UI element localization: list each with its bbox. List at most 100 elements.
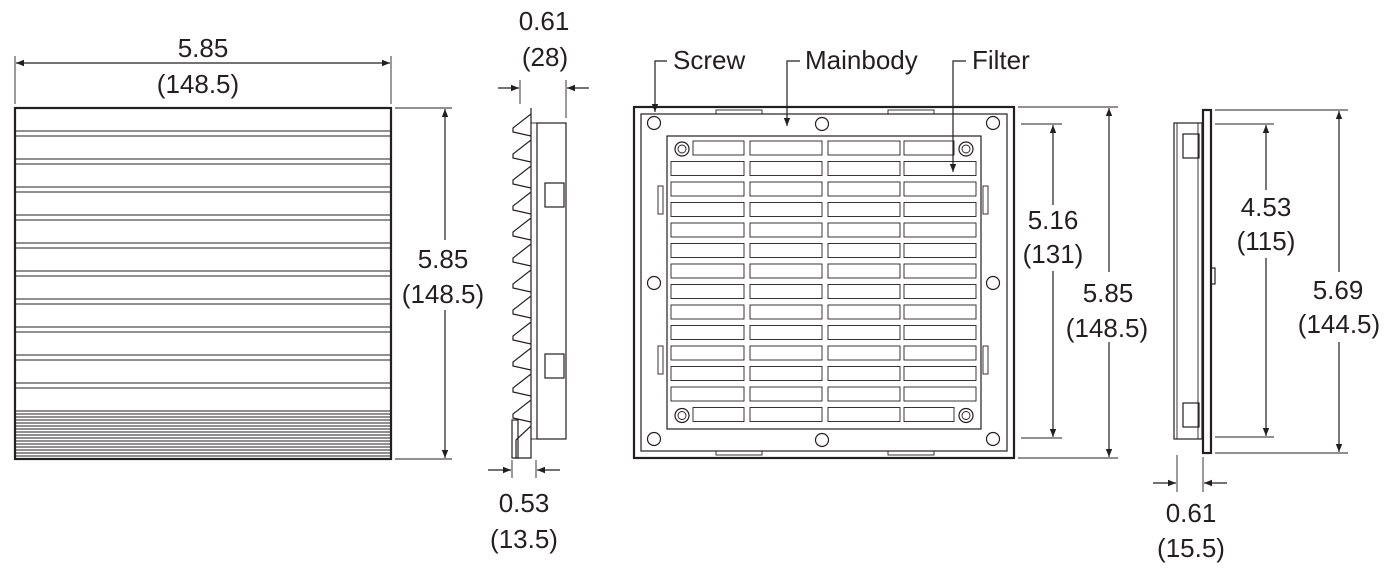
filter-slot xyxy=(749,202,823,217)
filter-slot xyxy=(670,304,745,320)
rear-inner-mm: (131) xyxy=(1023,239,1084,269)
filter-slot xyxy=(903,202,977,217)
filter-slot xyxy=(903,181,977,197)
filter-slot xyxy=(903,263,977,279)
screw-boss xyxy=(961,411,971,420)
filter-slot xyxy=(670,263,745,279)
front-height-mm: (148.5) xyxy=(402,279,484,309)
filter-slot xyxy=(670,243,745,258)
section-view: 4.53 (115) 5.69 (144.5) 0.61 (15.5) xyxy=(1153,108,1388,563)
filter-slot xyxy=(903,345,977,361)
filter-slot xyxy=(670,202,745,217)
filter-slot xyxy=(903,386,977,402)
filter-slot xyxy=(749,407,823,422)
rear-outer-in: 5.85 xyxy=(1083,278,1134,308)
latch-tab xyxy=(715,450,763,456)
front-view: 5.85 (148.5) 5.85 (148.5) xyxy=(13,33,492,461)
section-height-dimension: 5.69 (144.5) xyxy=(1215,109,1388,454)
section-cutout-dimension: 4.53 (115) xyxy=(1215,123,1302,438)
filter-slot xyxy=(903,325,977,340)
side-top-mm: (28) xyxy=(522,42,568,72)
mounting-hole xyxy=(646,115,662,131)
filter-slot xyxy=(827,386,901,402)
screw-label: Screw xyxy=(673,45,745,75)
section-cutout-in: 4.53 xyxy=(1241,192,1292,222)
section-depth-mm: (15.5) xyxy=(1157,533,1225,563)
front-outline xyxy=(13,106,393,461)
section-depth-in: 0.61 xyxy=(1166,498,1217,528)
filter-slot xyxy=(749,140,823,156)
filter-slot xyxy=(827,263,901,279)
section-latch-lower xyxy=(1182,402,1200,428)
louver-lines xyxy=(15,130,391,457)
screw-boss xyxy=(674,141,690,157)
side-clip-lower xyxy=(544,353,565,379)
filter-slot xyxy=(827,345,901,361)
mounting-hole xyxy=(814,432,830,448)
rear-outer-mm: (148.5) xyxy=(1066,313,1148,343)
filter-slot xyxy=(827,366,901,381)
side-bottom-in: 0.53 xyxy=(499,488,550,518)
filter-slot xyxy=(670,222,745,238)
filter-slot xyxy=(827,243,901,258)
filter-slot xyxy=(692,140,745,156)
filter-slot xyxy=(903,304,977,320)
filter-slot xyxy=(827,181,901,197)
screw-boss xyxy=(677,411,687,420)
latch-tab xyxy=(887,109,935,115)
rear-labels: Screw Mainbody Filter xyxy=(651,45,1030,172)
mainbody-label: Mainbody xyxy=(805,45,918,75)
front-height-dimension: 5.85 (148.5) xyxy=(395,107,492,460)
side-depth-bottom-dimension: 0.53 (13.5) xyxy=(488,460,560,554)
filter-slot xyxy=(903,366,977,381)
filter-label: Filter xyxy=(972,45,1030,75)
filter-slot xyxy=(749,222,823,238)
filter-slot xyxy=(670,181,745,197)
filter-slot xyxy=(692,407,745,422)
side-body xyxy=(536,122,567,440)
filter-slot xyxy=(903,243,977,258)
latch-tabs xyxy=(657,109,989,456)
filter-slot xyxy=(903,222,977,238)
latch-tab xyxy=(982,185,989,215)
section-latch-upper xyxy=(1182,133,1200,159)
section-depth-dimension: 0.61 (15.5) xyxy=(1153,455,1227,563)
filter-frame xyxy=(666,135,982,430)
section-flange xyxy=(1201,108,1213,455)
mounting-hole xyxy=(985,115,1001,131)
filter-slots xyxy=(670,140,977,424)
filter-slot xyxy=(827,161,901,176)
latch-tab xyxy=(657,345,664,375)
filter-slot xyxy=(827,304,901,320)
mounting-hole xyxy=(646,275,662,291)
mounting-hole xyxy=(814,116,830,132)
side-depth-top-dimension: 0.61 (28) xyxy=(498,6,589,118)
filter-slot xyxy=(827,325,901,340)
front-width-mm: (148.5) xyxy=(157,69,239,99)
filter-slot xyxy=(903,284,977,299)
filter-slot xyxy=(749,325,823,340)
rear-outer-height-dimension: 5.85 (148.5) xyxy=(1018,106,1154,459)
screw-boss xyxy=(958,407,974,424)
side-foot xyxy=(511,419,519,459)
filter-slot xyxy=(670,325,745,340)
filter-slot xyxy=(670,345,745,361)
rear-inner-in: 5.16 xyxy=(1028,205,1079,235)
latch-tab xyxy=(715,109,763,115)
front-width-dimension: 5.85 (148.5) xyxy=(14,33,392,104)
filter-slot xyxy=(749,181,823,197)
rear-inner-height-dimension: 5.16 (131) xyxy=(1021,123,1086,439)
side-view: 0.61 (28) 0.53 (13.5) xyxy=(488,6,589,554)
filter-slot xyxy=(670,386,745,402)
screw-boss xyxy=(958,141,974,157)
section-cutout-mm: (115) xyxy=(1237,226,1296,256)
latch-tab xyxy=(657,185,664,215)
filter-slot xyxy=(827,202,901,217)
side-top-in: 0.61 xyxy=(519,6,570,36)
mounting-hole xyxy=(985,275,1001,291)
section-height-mm: (144.5) xyxy=(1298,309,1380,339)
side-clip-upper xyxy=(544,182,565,208)
filter-slot xyxy=(903,161,977,176)
filter-slot xyxy=(670,366,745,381)
